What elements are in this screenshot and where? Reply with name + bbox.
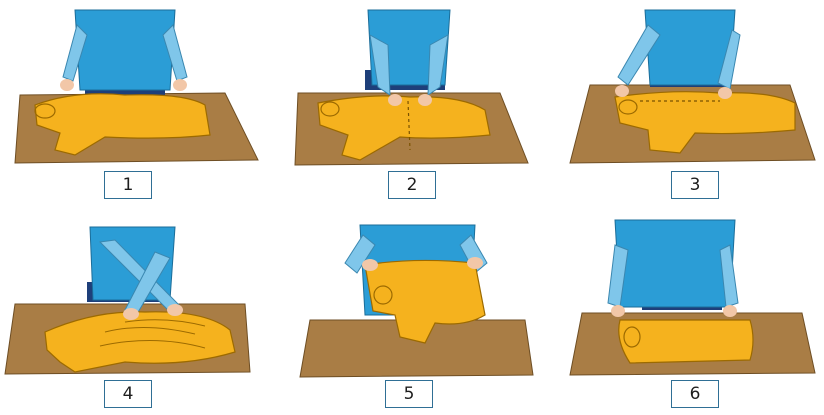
step-label: 5 bbox=[385, 380, 433, 408]
step-label: 3 bbox=[671, 171, 719, 199]
step-2-illustration: 2 bbox=[290, 5, 540, 199]
step-3-illustration: 3 bbox=[569, 5, 820, 199]
step-label: 6 bbox=[671, 380, 719, 408]
step-label: 2 bbox=[388, 171, 436, 199]
step-6-illustration: 6 bbox=[569, 215, 820, 408]
step-label: 1 bbox=[104, 171, 152, 199]
step-5-illustration: 5 bbox=[295, 215, 545, 408]
step-4-illustration: 4 bbox=[4, 222, 255, 408]
step-1-illustration: 1 bbox=[14, 5, 265, 199]
step-label: 4 bbox=[104, 380, 152, 408]
